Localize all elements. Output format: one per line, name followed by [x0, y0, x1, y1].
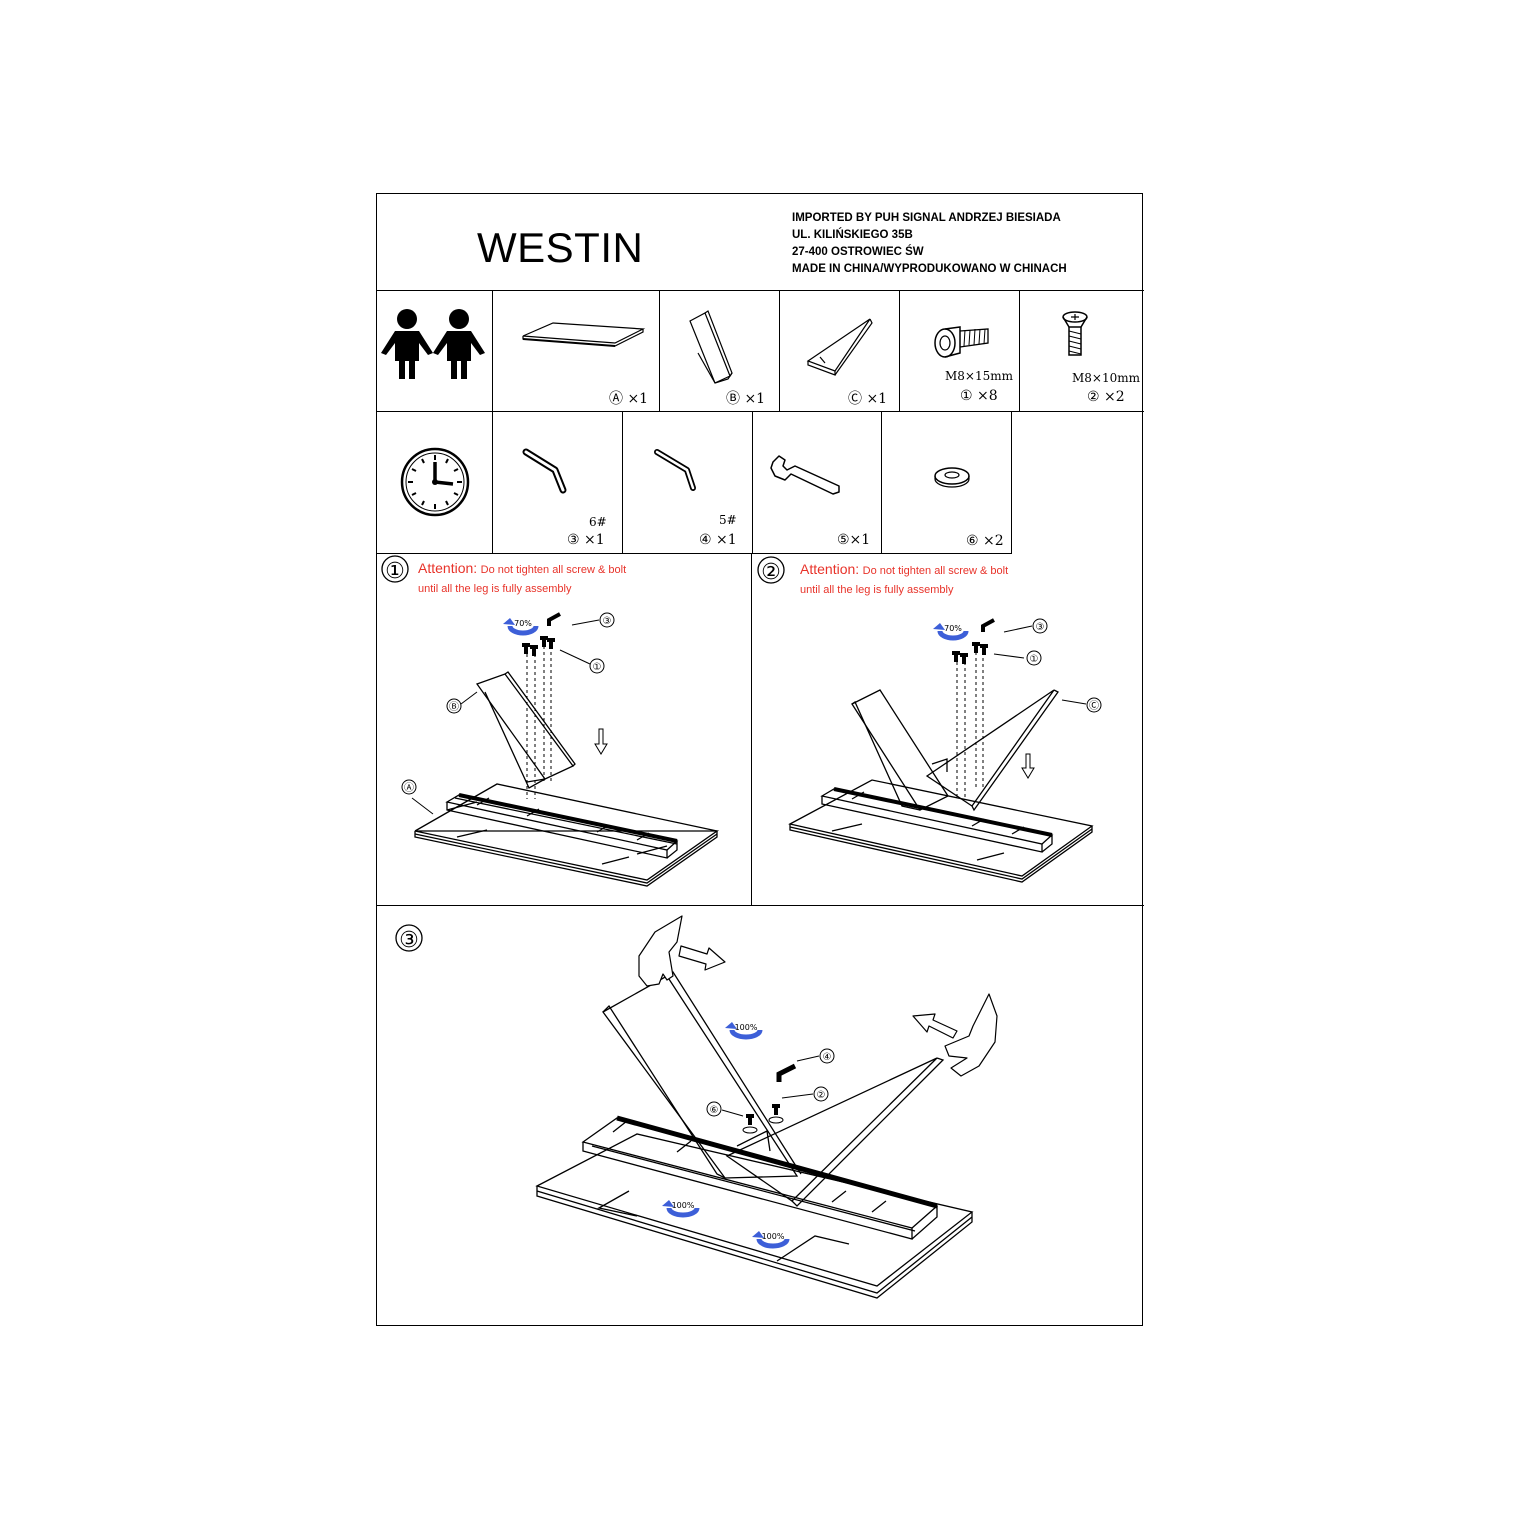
step-2-number: ②	[761, 560, 781, 585]
time-cell	[377, 412, 493, 554]
step-2-callout-3: ③	[1036, 622, 1045, 633]
step-2-callout-1: ①	[1030, 654, 1039, 665]
allen-6-qty: ③ ×1	[567, 532, 605, 548]
bolt-1-size: M8×15mm	[945, 369, 1014, 383]
attention-line: Do not tighten all screw & bolt	[862, 565, 1009, 577]
step-3-torque: 100%	[762, 1232, 785, 1241]
step-3-callout-6: ⑥	[710, 1105, 719, 1116]
step-1-number: ①	[385, 559, 405, 584]
leg-c-icon	[806, 318, 873, 376]
importer-line: IMPORTED BY PUH SIGNAL ANDRZEJ BIESIADA	[792, 212, 1061, 224]
attention-label: Attention:	[800, 561, 860, 577]
allen-5-qty: ④ ×1	[699, 532, 737, 548]
part-b-qty: Ⓑ ×1	[726, 391, 766, 407]
part-a-qty: Ⓐ ×1	[609, 391, 649, 407]
tabletop-icon	[522, 322, 646, 347]
part-cell-c: Ⓒ ×1	[780, 291, 900, 412]
step-1-callout-b: Ⓑ	[449, 701, 459, 713]
step-2-attention: Attention: Do not tighten all screw & bo…	[800, 560, 1008, 600]
part-cell-b: Ⓑ ×1	[660, 291, 780, 412]
washer-qty: ⑥ ×2	[966, 533, 1004, 549]
step-1-drawing: ①	[381, 555, 720, 887]
attention-label: Attention:	[418, 560, 478, 576]
part-cell-bolt-1: M8×15mm ① ×8	[900, 291, 1020, 412]
two-persons-icon	[381, 309, 485, 379]
bolt-m8x10-icon	[1062, 311, 1088, 356]
tool-cell-wrench: ⑤×1	[753, 412, 882, 554]
part-cell-a: Ⓐ ×1	[493, 291, 660, 412]
push-arrow-icon	[678, 945, 726, 971]
left-hand-icon	[638, 915, 683, 987]
attention-line: Do not tighten all screw & bolt	[480, 564, 627, 576]
washer-icon	[934, 467, 970, 488]
allen-key-6-icon	[522, 448, 567, 494]
bolt-m8x15-icon	[934, 326, 989, 358]
step-1-torque: 70%	[514, 619, 532, 628]
step-1-callout-1: ①	[593, 662, 602, 673]
clock-icon	[400, 447, 470, 517]
product-name: WESTIN	[477, 224, 644, 271]
allen-6-size: 6#	[589, 515, 607, 529]
tool-cell-washer: ⑥ ×2	[882, 412, 1012, 554]
importer-line: MADE IN CHINA/WYPRODUKOWANO W CHINACH	[792, 263, 1067, 275]
wrench-icon	[770, 455, 840, 495]
step-1-callout-3: ③	[603, 616, 612, 627]
tool-cell-allen-6: 6# ③ ×1	[493, 412, 623, 554]
bolt-1-qty: ① ×8	[960, 388, 998, 404]
header-row: WESTIN IMPORTED BY PUH SIGNAL ANDRZEJ BI…	[377, 194, 1144, 291]
step-2-torque: 70%	[944, 624, 962, 633]
pull-arrow-icon	[912, 1013, 958, 1039]
bolt-2-qty: ② ×2	[1087, 389, 1125, 405]
importer-line: UL. KILIŃSKIEGO 35B	[792, 229, 913, 241]
step-3-number: ③	[399, 928, 419, 953]
step-2-panel: ②	[752, 554, 1144, 906]
step-1-attention: Attention: Do not tighten all screw & bo…	[418, 559, 626, 599]
step-2-drawing: ②	[757, 556, 1102, 883]
bolt-2-size: M8×10mm	[1072, 371, 1141, 385]
leg-b-icon	[689, 310, 733, 384]
step-1-panel: ①	[377, 554, 752, 906]
wrench-qty: ⑤×1	[837, 532, 871, 548]
right-hand-icon	[944, 993, 998, 1077]
step-3-panel: ③	[377, 906, 1144, 1327]
step-2-callout-c: Ⓒ	[1089, 700, 1099, 712]
part-cell-bolt-2: M8×10mm ② ×2	[1020, 291, 1144, 412]
importer-info: IMPORTED BY PUH SIGNAL ANDRZEJ BIESIADA …	[792, 210, 1067, 278]
two-persons-cell	[377, 291, 493, 412]
step-1-callout-a: Ⓐ	[404, 782, 414, 794]
tool-cell-allen-5: 5# ④ ×1	[623, 412, 753, 554]
instruction-sheet: WESTIN IMPORTED BY PUH SIGNAL ANDRZEJ BI…	[376, 193, 1144, 1327]
part-c-qty: Ⓒ ×1	[848, 391, 888, 407]
step-3-callout-4: ④	[823, 1052, 832, 1063]
allen-key-5-icon	[654, 449, 696, 491]
step-3-callout-2: ②	[817, 1090, 826, 1101]
attention-line: until all the leg is fully assembly	[418, 583, 572, 595]
importer-line: 27-400 OSTROWIEC ŚW	[792, 246, 924, 258]
step-3-drawing: ③	[395, 915, 998, 1299]
allen-5-size: 5#	[719, 513, 737, 527]
step-3-torque: 100%	[672, 1201, 695, 1210]
step-3-torque: 100%	[735, 1023, 758, 1032]
attention-line: until all the leg is fully assembly	[800, 584, 954, 596]
